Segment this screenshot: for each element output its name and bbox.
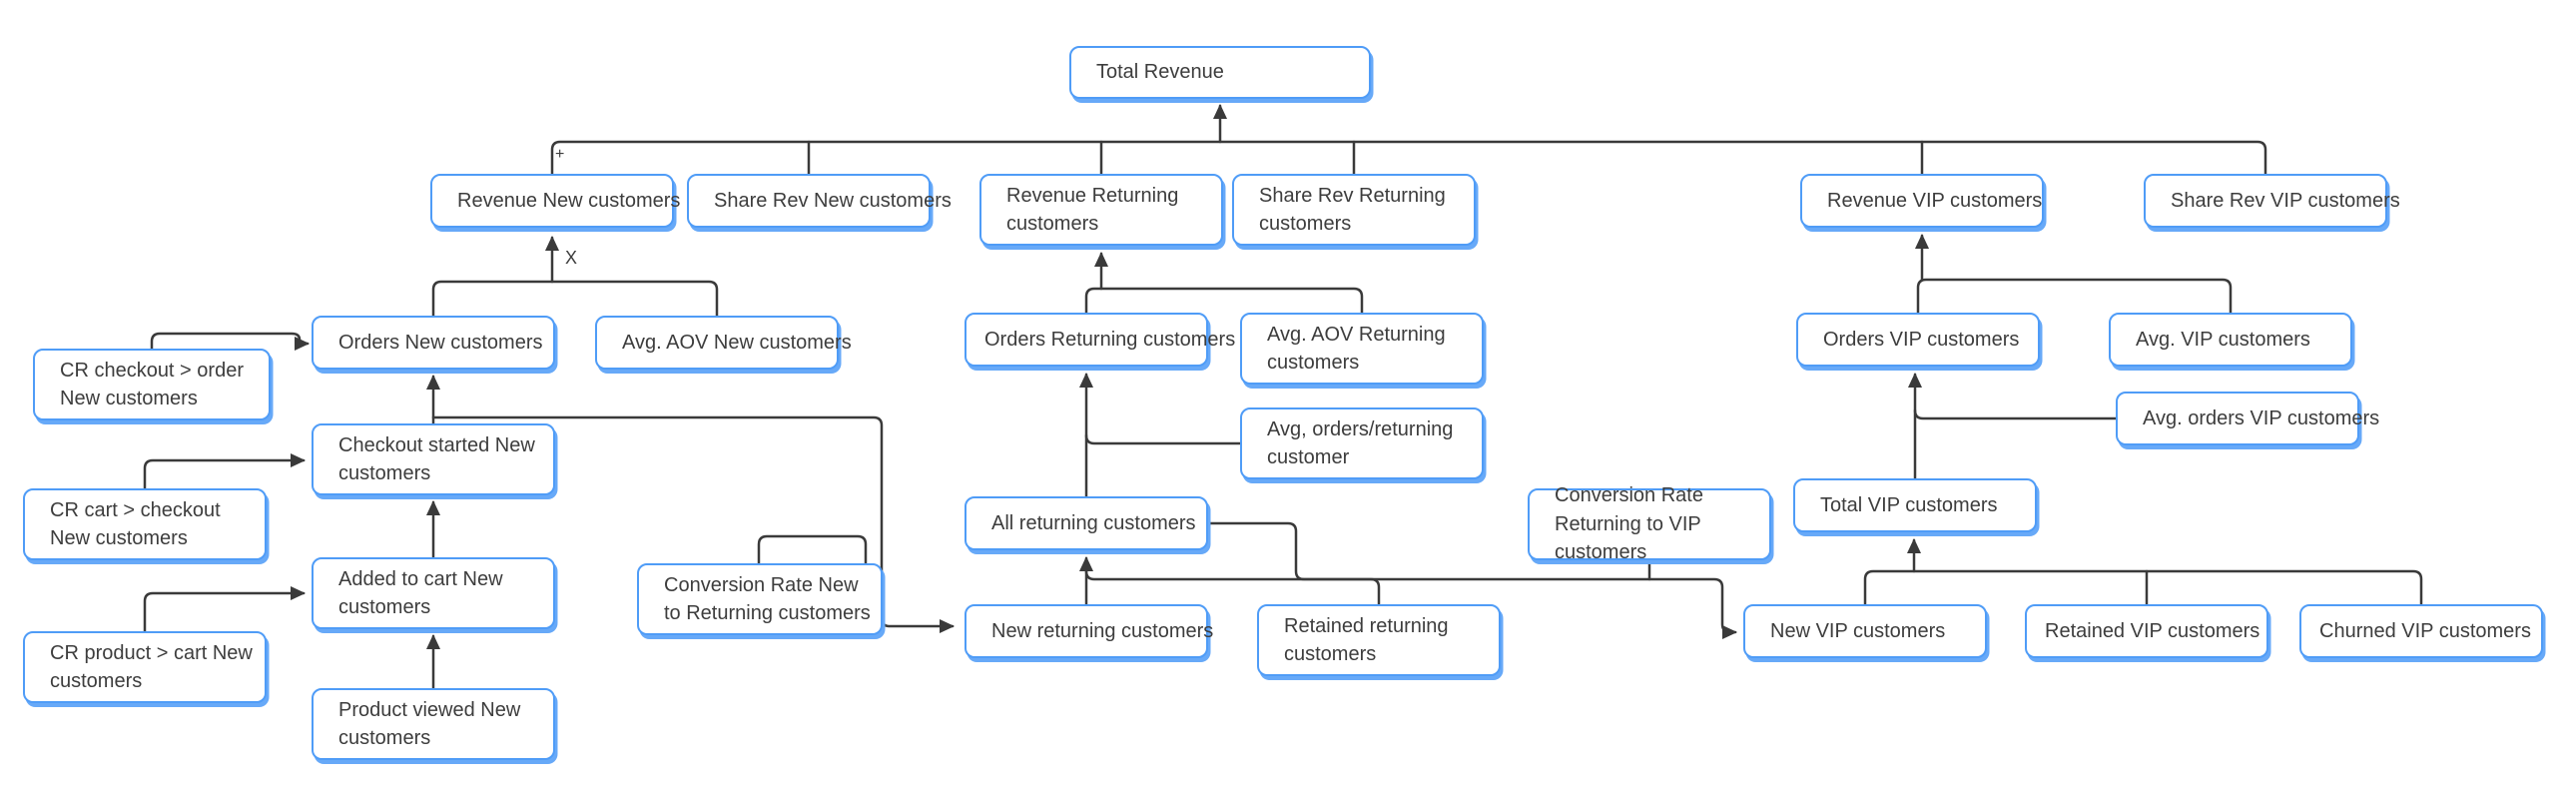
edge-label-plus: + bbox=[555, 146, 565, 163]
node-share-rev-returning[interactable]: Share Rev Returning customers bbox=[1232, 174, 1476, 246]
node-conversion-new-returning[interactable]: Conversion Rate New to Returning custome… bbox=[637, 563, 883, 635]
node-avg-orders-vip[interactable]: Avg. orders VIP customers bbox=[2116, 392, 2379, 445]
node-total-vip[interactable]: Total VIP customers bbox=[1793, 478, 2037, 532]
node-orders-new[interactable]: Orders New customers bbox=[312, 316, 555, 370]
edge-retained-returning-join bbox=[1084, 569, 1381, 606]
node-avg-aov-new[interactable]: Avg. AOV New customers bbox=[595, 316, 852, 370]
node-conversion-returning-vip[interactable]: Conversion Rate Returning to VIP custome… bbox=[1528, 484, 1771, 563]
node-revenue-returning[interactable]: Revenue Returning customers bbox=[979, 174, 1223, 246]
node-cr-checkout-order[interactable]: CR checkout > order New customers bbox=[33, 349, 271, 420]
node-share-rev-vip[interactable]: Share Rev VIP customers bbox=[2144, 174, 2400, 228]
node-share-rev-new[interactable]: Share Rev New customers bbox=[687, 174, 952, 228]
node-avg-vip[interactable]: Avg. VIP customers bbox=[2109, 313, 2352, 367]
node-revenue-vip[interactable]: Revenue VIP customers bbox=[1800, 174, 2044, 228]
node-avg-orders-returning[interactable]: Avg, orders/returning customer bbox=[1240, 407, 1484, 479]
edge-bracket-vip-bottom bbox=[1863, 569, 2423, 606]
edge-all-returning-to-new-vip bbox=[1206, 521, 1737, 639]
edge-top-bracket bbox=[550, 140, 2267, 176]
node-orders-vip[interactable]: Orders VIP customers bbox=[1796, 313, 2040, 367]
edge-bracket-returning bbox=[1084, 287, 1364, 315]
edge-avg-orders-returning-join bbox=[1084, 433, 1242, 445]
node-new-returning[interactable]: New returning customers bbox=[965, 604, 1213, 658]
node-total-revenue[interactable]: Total Revenue bbox=[1069, 46, 1371, 99]
node-churned-vip[interactable]: Churned VIP customers bbox=[2299, 604, 2543, 658]
edge-orders-new-to-new-returning bbox=[431, 415, 955, 633]
edge-label-times: X bbox=[565, 248, 578, 268]
edge-cr-checkout-to-orders-new bbox=[150, 332, 310, 351]
edge-bracket-vip-mid bbox=[1916, 278, 2233, 315]
node-cr-product-cart[interactable]: CR product > cart New customers bbox=[23, 631, 267, 703]
node-avg-aov-returning[interactable]: Avg. AOV Returning customers bbox=[1240, 313, 1484, 385]
node-cr-cart-checkout[interactable]: CR cart > checkout New customers bbox=[23, 488, 267, 560]
edge-avg-orders-vip-join bbox=[1913, 408, 2118, 420]
node-added-to-cart[interactable]: Added to cart New customers bbox=[312, 557, 555, 629]
node-revenue-new[interactable]: Revenue New customers bbox=[430, 174, 680, 228]
node-all-returning[interactable]: All returning customers bbox=[965, 496, 1208, 550]
node-product-viewed[interactable]: Product viewed New customers bbox=[312, 688, 555, 760]
node-orders-returning[interactable]: Orders Returning customers bbox=[965, 313, 1235, 367]
edge-cr-cart-to-checkout bbox=[143, 453, 306, 490]
node-retained-returning[interactable]: Retained returning customers bbox=[1257, 604, 1501, 676]
node-checkout-started[interactable]: Checkout started New customers bbox=[312, 423, 555, 495]
edge-bracket-new bbox=[431, 280, 719, 318]
node-retained-vip[interactable]: Retained VIP customers bbox=[2025, 604, 2268, 658]
node-new-vip[interactable]: New VIP customers bbox=[1743, 604, 1987, 658]
edge-cr-product-to-added bbox=[143, 586, 306, 633]
